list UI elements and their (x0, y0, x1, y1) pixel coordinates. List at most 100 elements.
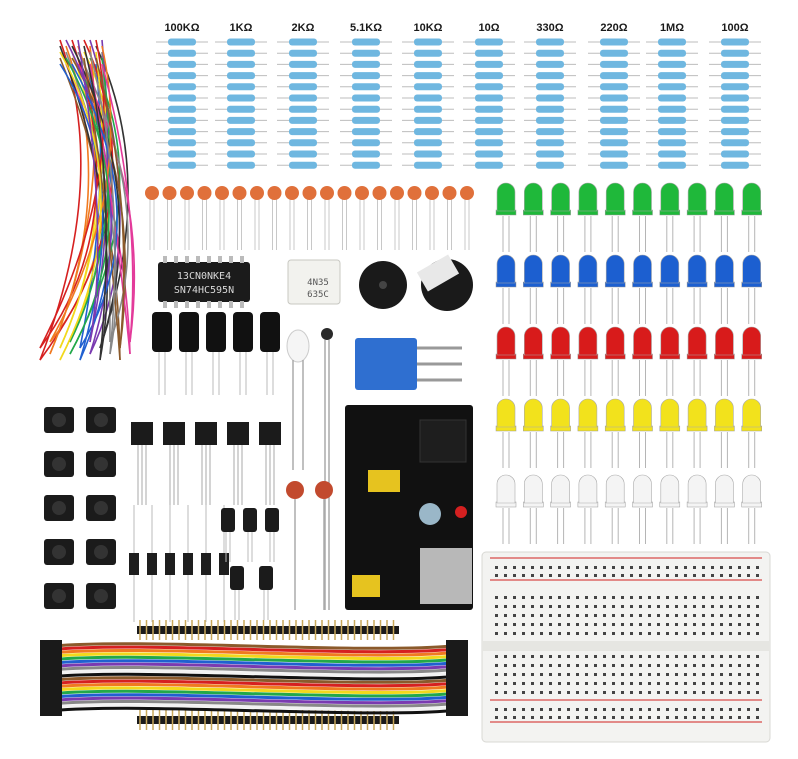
ribbon-wire (53, 693, 453, 701)
jumper-wire (59, 63, 104, 361)
resistor-label: 2KΩ (291, 22, 315, 34)
ribbon-wire (53, 703, 453, 712)
led (742, 254, 761, 284)
resistor (536, 128, 564, 136)
resistor (721, 38, 749, 46)
resistor (168, 150, 196, 158)
ceramic-capacitor (425, 186, 439, 200)
ceramic-capacitor (302, 186, 317, 200)
led (524, 398, 543, 428)
jumper-wire (39, 39, 105, 349)
resistor (600, 49, 628, 57)
resistor (475, 150, 503, 158)
jumper-wire (71, 45, 121, 349)
resistor (289, 94, 317, 102)
resistor-label: 330Ω (536, 22, 564, 34)
led (578, 326, 598, 356)
resistor (414, 38, 442, 46)
led (633, 474, 652, 504)
pin-header-strip (137, 626, 399, 634)
led (660, 182, 680, 212)
led (524, 474, 543, 504)
opto-marking-line2: 635C (307, 290, 329, 300)
resistor (536, 49, 564, 57)
resistor (414, 150, 442, 158)
ribbon-wire (53, 682, 453, 691)
ceramic-capacitor (267, 186, 282, 200)
resistor (227, 150, 255, 158)
ceramic-capacitor (407, 186, 422, 200)
diode (129, 553, 139, 575)
resistor (658, 150, 686, 158)
ribbon-wire (53, 652, 453, 661)
ceramic-capacitor (372, 186, 387, 200)
opto-marking-line1: 4N35 (307, 278, 329, 288)
resistor (536, 83, 564, 91)
led (715, 326, 734, 356)
ribbon-wire (53, 642, 453, 650)
small-capacitor (243, 508, 257, 532)
ceramic-capacitor (337, 186, 352, 200)
led (633, 254, 652, 284)
resistor (721, 116, 749, 124)
resistor (600, 94, 628, 102)
resistor (168, 60, 196, 68)
resistor (227, 60, 255, 68)
led (715, 254, 734, 284)
resistor-columns (156, 38, 761, 169)
resistor (721, 128, 749, 136)
led (660, 326, 680, 356)
resistor (414, 139, 442, 147)
diode (201, 553, 211, 575)
led (578, 182, 598, 212)
resistor (600, 161, 628, 169)
resistor (658, 72, 686, 80)
resistor (227, 83, 255, 91)
ribbon-wire (53, 699, 453, 708)
resistor (227, 72, 255, 80)
potentiometer (355, 338, 462, 390)
electrolytic-capacitors (152, 312, 280, 395)
resistor (352, 94, 380, 102)
resistor (168, 161, 196, 169)
ceramic-capacitor (197, 186, 212, 200)
resistor (227, 49, 255, 57)
pin-header-strip (137, 716, 399, 724)
resistor (168, 139, 196, 147)
resistor (289, 38, 317, 46)
led (715, 474, 734, 504)
led (605, 474, 625, 504)
led (687, 326, 707, 356)
resistor (658, 49, 686, 57)
resistor (536, 38, 564, 46)
resistor (721, 150, 749, 158)
led (660, 398, 680, 428)
resistor (475, 49, 503, 57)
small-electrolytic-capacitors (221, 508, 279, 620)
resistor (658, 83, 686, 91)
resistor (352, 105, 380, 113)
resistor (289, 60, 317, 68)
resistor (227, 116, 255, 124)
resistor (600, 38, 628, 46)
led (715, 398, 734, 428)
ic-marking-line2: SN74HC595N (174, 285, 234, 296)
ribbon-wire (53, 676, 453, 684)
resistor (227, 38, 255, 46)
resistor (352, 161, 380, 169)
resistor (227, 128, 255, 136)
resistor (536, 72, 564, 80)
resistor (289, 116, 317, 124)
ribbon-wire (53, 659, 453, 667)
led (605, 326, 625, 356)
resistor (475, 83, 503, 91)
led (496, 474, 516, 504)
ribbon-connector-left (40, 640, 62, 716)
jumper-wire (77, 51, 129, 343)
resistor (658, 139, 686, 147)
led (578, 254, 598, 284)
resistor (658, 116, 686, 124)
ribbon-wire (53, 689, 453, 698)
